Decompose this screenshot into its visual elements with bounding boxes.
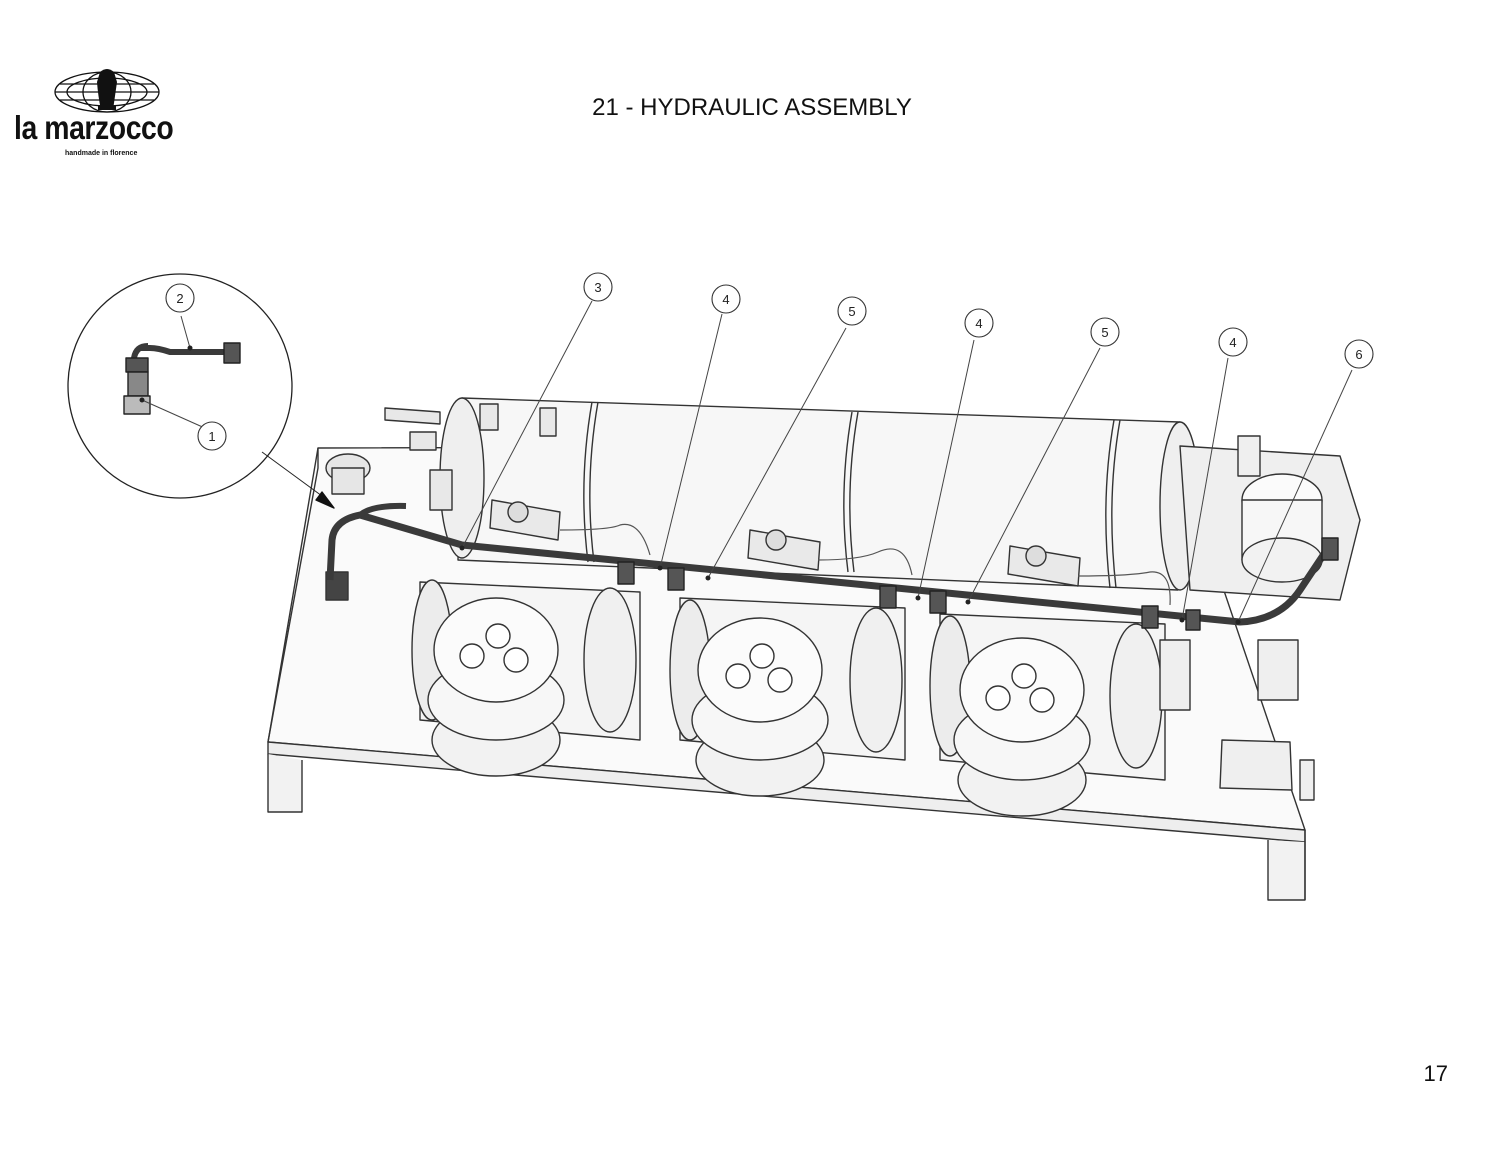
brew-group-3 [929,613,1166,817]
page-number: 17 [1423,1061,1448,1086]
brew-groups [411,579,1166,817]
boiler-fittings [384,403,557,511]
detail-circle [67,273,335,509]
callout-label: 5 [848,304,855,319]
main-supply-pipe [326,502,1339,631]
callout-label: 4 [975,316,982,331]
callout-5b: 5 [1090,317,1120,347]
page-title: 21 - HYDRAULIC ASSEMBLY [592,94,912,121]
callout-label: 3 [594,280,601,295]
callout-2: 2 [165,283,195,313]
brand-tagline: handmade in florence [65,150,138,157]
brand-logo-emblem-icon [54,69,160,113]
callout-4b: 4 [964,308,994,338]
callout-label: 2 [176,291,183,306]
brand-wordmark: la marzocco [14,109,174,146]
callout-label: 5 [1101,325,1108,340]
leader-lines [141,300,1353,623]
callout-1: 1 [197,421,227,451]
callout-4a: 4 [711,284,741,314]
leader-dots [139,345,1241,625]
callout-label: 6 [1355,347,1362,362]
callout-bubbles: 1 2 3 4 5 4 5 4 [165,272,1374,451]
callout-5a: 5 [837,296,867,326]
thin-tubes [559,523,1171,606]
callout-3: 3 [583,272,613,302]
callout-label: 4 [722,292,729,307]
callout-label: 1 [208,429,215,444]
callout-label: 4 [1229,335,1236,350]
callout-4c: 4 [1218,327,1248,357]
brew-group-2 [669,597,906,797]
flowmeters [489,499,1081,587]
brew-group-1 [411,579,641,777]
inlet-fittings [325,453,371,601]
callout-6: 6 [1344,339,1374,369]
